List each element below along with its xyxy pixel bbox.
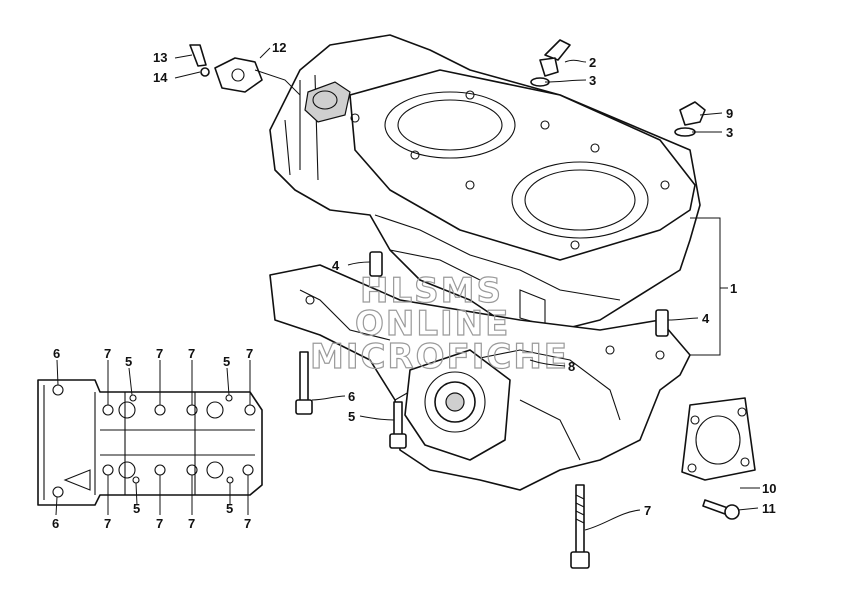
inset-bolt-pattern (37, 359, 263, 516)
part-7-bolt (570, 484, 590, 569)
inset-bottom-7a: 7 (104, 516, 111, 531)
callout-3a: 3 (589, 73, 596, 88)
callout-10: 10 (762, 481, 776, 496)
parts-12-13-14 (189, 44, 301, 96)
callout-8: 8 (568, 359, 575, 374)
part-2-fitting (530, 39, 571, 87)
part-4-dowels (369, 251, 669, 337)
watermark-line-1: HLSMS (360, 271, 503, 311)
watermark: HLSMS ONLINE MICROFICHE (309, 270, 569, 377)
callout-13: 13 (153, 50, 167, 65)
inset-top-5a: 5 (125, 354, 132, 369)
part-5-bolt (389, 401, 407, 449)
inset-top-5b: 5 (223, 354, 230, 369)
inset-top-7b: 7 (156, 346, 163, 361)
callout-5a: 5 (348, 409, 355, 424)
callout-4a: 4 (332, 258, 340, 273)
inset-top-7c: 7 (188, 346, 195, 361)
upper-crankcase (269, 34, 701, 331)
inset-bottom-7b: 7 (156, 516, 163, 531)
callouts: 1 2 3 9 3 4 4 6 5 7 8 10 11 12 13 14 (153, 40, 776, 518)
callout-4b: 4 (702, 311, 710, 326)
callout-7a: 7 (644, 503, 651, 518)
part-10-gasket (681, 397, 756, 481)
callout-9: 9 (726, 106, 733, 121)
part-9-plug (674, 101, 706, 137)
inset-callouts-top: 6 7 5 7 7 5 7 (53, 346, 253, 369)
inset-top-7d: 7 (246, 346, 253, 361)
watermark-line-3: MICROFICHE (310, 337, 569, 377)
inset-bottom-5a: 5 (133, 501, 140, 516)
lower-crankcase (269, 264, 691, 491)
part-6-bolt (295, 351, 313, 415)
callout-2: 2 (589, 55, 596, 70)
callout-6a: 6 (348, 389, 355, 404)
inset-bottom-6: 6 (52, 516, 59, 531)
inset-callouts-bottom: 6 7 5 7 7 5 7 (52, 501, 251, 531)
callout-12: 12 (272, 40, 286, 55)
inset-bottom-5b: 5 (226, 501, 233, 516)
watermark-line-2: ONLINE (355, 304, 510, 344)
part-11-screw (702, 499, 740, 520)
inset-top-6: 6 (53, 346, 60, 361)
inset-bottom-7c: 7 (188, 516, 195, 531)
inset-bottom-7d: 7 (244, 516, 251, 531)
callout-1: 1 (730, 281, 737, 296)
callout-11: 11 (762, 501, 776, 516)
inset-top-7a: 7 (104, 346, 111, 361)
callout-14: 14 (153, 70, 168, 85)
callout-3b: 3 (726, 125, 733, 140)
leader-lines (174, 47, 760, 531)
